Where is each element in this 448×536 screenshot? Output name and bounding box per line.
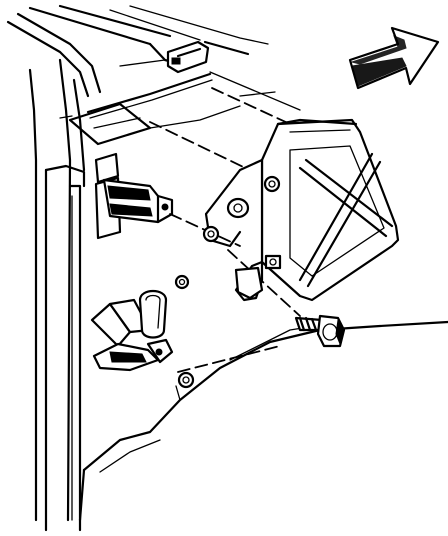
retaining-clip — [90, 289, 174, 372]
right-arrow-icon — [348, 26, 440, 90]
wiring-connector — [94, 152, 174, 240]
upper-connector-block — [166, 40, 210, 74]
body-pillar — [28, 58, 152, 532]
mounting-bracket — [202, 118, 400, 302]
mounting-bolt — [294, 314, 346, 348]
upper-body-panel — [6, 4, 301, 111]
panel-nuts — [174, 274, 195, 389]
cable — [86, 72, 241, 129]
